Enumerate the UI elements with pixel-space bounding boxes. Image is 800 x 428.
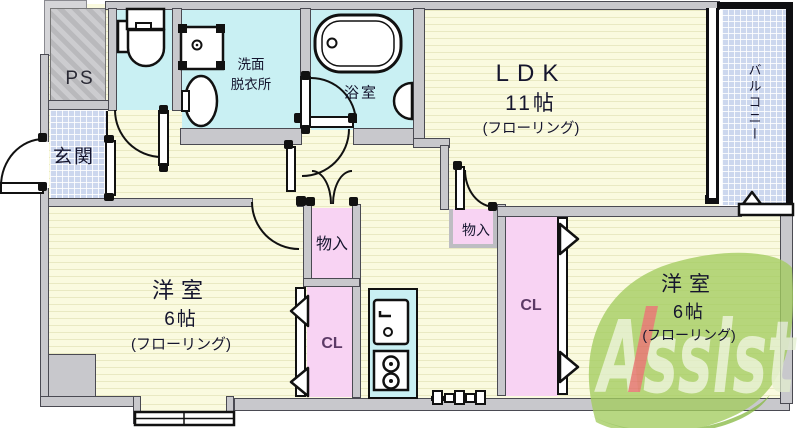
toilet-area [117,8,172,110]
closet-right-area [506,215,558,396]
closet-right-label: CL [520,297,542,314]
bedroom-left-floor-type: (フローリング) [131,336,231,353]
ldk-name: LDK [495,59,567,87]
bedroom-left-label: 洋室 6帖 (フローリング) [131,278,231,353]
bay-window-floor [133,398,234,414]
closet-left-label: CL [321,335,343,352]
storage-ldk-area [449,209,497,248]
washroom-label: 洗面 脱衣所 [230,56,272,92]
balcony-label: バルコニー [746,63,762,143]
bedroom-right-floor-type: (フローリング) [642,327,736,343]
ps-label: PS [65,68,95,89]
closet-left-area [307,287,353,397]
bedroom-right-name: 洋室 [660,273,717,296]
storage-hall-area [312,208,352,280]
ldk-size: 11帖 [505,91,557,115]
bedroom-left-size: 6帖 [164,309,198,330]
ldk-label: LDK 11帖 (フローリング) [482,59,580,137]
bathroom-label: 浴室 [343,84,379,102]
bedroom-right-size: 6帖 [672,302,706,322]
entrance-area [50,110,107,199]
storage-ldk-label: 物入 [462,222,490,238]
storage-hall-label: 物入 [315,236,349,253]
bedroom-right-label: 洋室 6帖 (フローリング) [642,274,735,342]
entrance-label: 玄関 [52,146,96,168]
balcony-area [722,9,786,205]
bedroom-left-name: 洋室 [151,278,210,303]
ldk-floor-type: (フローリング) [482,120,580,137]
